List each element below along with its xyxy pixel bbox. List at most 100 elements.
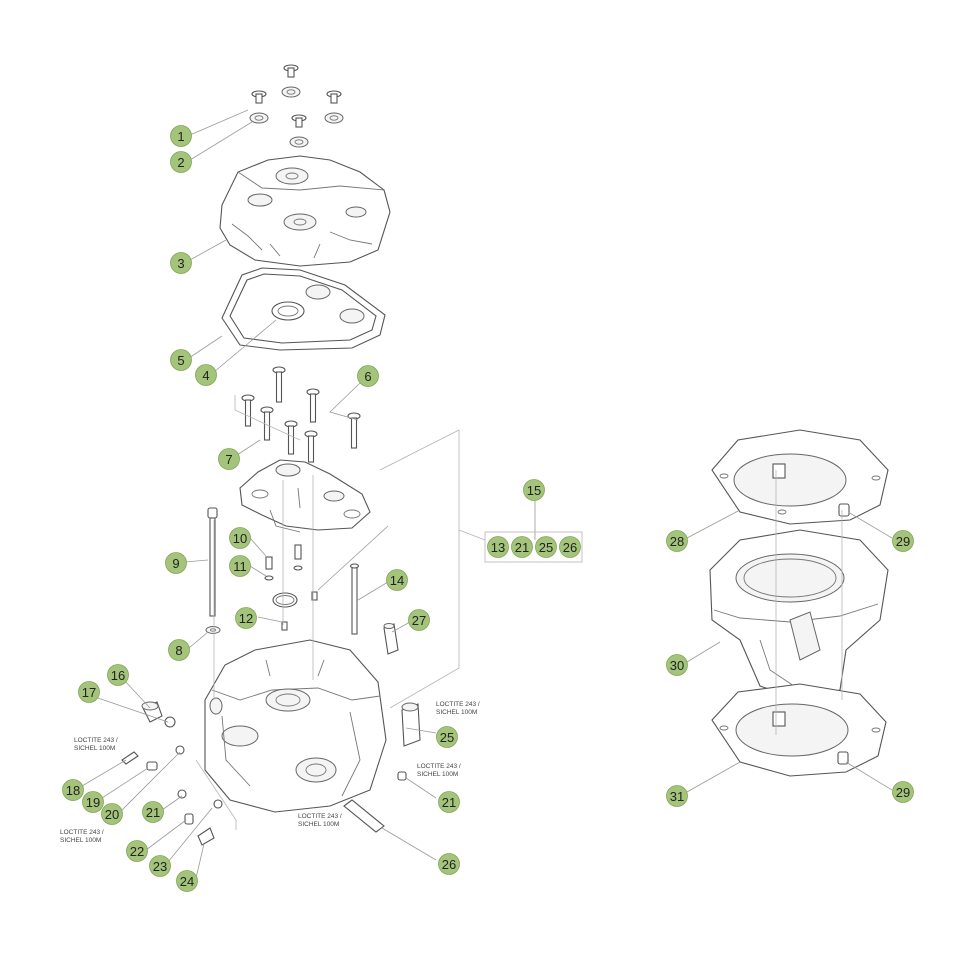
callout-badge-3: 3 [170,252,192,274]
callout-number: 25 [539,540,553,555]
callout-circle [149,855,171,877]
cylinder-head-gasket [711,429,889,525]
loctite-note-sub: SICHEL 100M [74,745,115,752]
callout-number: 14 [390,573,404,588]
callout-circle [78,681,100,703]
callout-number: 11 [233,559,247,574]
callout-circle [101,803,123,825]
callout-badge-31: 31 [666,785,688,807]
callout-number: 7 [225,452,232,467]
loctite-note: LOCTITE 243 / [417,763,461,770]
callout-number: 18 [66,783,80,798]
callout-circle [62,779,84,801]
camshaft-bridge [239,459,371,533]
loctite-note-sub: SICHEL 100M [436,709,477,716]
loctite-note-sub: SICHEL 100M [298,821,339,828]
callout-badge-21: 21 [438,791,460,813]
callout-number: 8 [175,643,182,658]
callout-badge-10: 10 [229,527,251,549]
callout-circle [438,853,460,875]
callout-number: 31 [670,789,684,804]
callout-circle [229,527,251,549]
callout-badge-24: 24 [176,870,198,892]
group-lines [195,395,843,830]
callout-badge-9: 9 [165,552,187,574]
callout-badge-26: 26 [559,536,581,558]
callout-circle [82,791,104,813]
callout-badge-14: 14 [386,569,408,591]
callout-badge-23: 23 [149,855,171,877]
callout-circle [170,125,192,147]
callout-number: 17 [82,685,96,700]
callout-circle [666,530,688,552]
callout-circle [438,791,460,813]
callout-circle [487,536,509,558]
callout-badge-4: 4 [195,364,217,386]
callout-number: 21 [146,805,160,820]
kit-group-box [484,531,583,563]
loctite-note-sub: SICHEL 100M [60,837,101,844]
callout-number: 21 [442,795,456,810]
loctite-note: LOCTITE 243 / [74,737,118,744]
callout-badge-22: 22 [126,840,148,862]
callout-circle [235,607,257,629]
part-drawings [121,64,889,846]
callout-badge-21: 21 [511,536,533,558]
loctite-notes: LOCTITE 243 / SICHEL 100M LOCTITE 243 / … [60,701,480,844]
callout-circle [892,530,914,552]
callout-badge-17: 17 [78,681,100,703]
loctite-note-sub: SICHEL 100M [417,771,458,778]
callout-number: 5 [177,353,184,368]
callout-badge-19: 19 [82,791,104,813]
callout-number: 24 [180,874,194,889]
leader-lines [81,109,893,879]
callout-number: 27 [412,613,426,628]
callout-circle [535,536,557,558]
callout-circle [142,801,164,823]
callout-circle [523,479,545,501]
callout-circle [892,781,914,803]
callout-number: 12 [239,611,253,626]
callout-circle [195,364,217,386]
callout-badge-30: 30 [666,654,688,676]
callout-circle [229,555,251,577]
callout-badge-16: 16 [107,664,129,686]
callout-number: 30 [670,658,684,673]
head-plugs-and-inserts [121,701,421,846]
callout-badge-29: 29 [892,781,914,803]
callout-circle [666,785,688,807]
cylinder-head [204,639,387,813]
callout-circle [559,536,581,558]
callout-number: 15 [527,483,541,498]
callout-badge-29: 29 [892,530,914,552]
loctite-note: LOCTITE 243 / [436,701,480,708]
callout-circle [170,349,192,371]
cylinder-base-gasket [711,683,887,777]
callout-circle [168,639,190,661]
callout-number: 23 [153,859,167,874]
callout-badge-26: 26 [438,853,460,875]
callout-badge-6: 6 [357,365,379,387]
callout-badge-8: 8 [168,639,190,661]
callout-number: 9 [172,556,179,571]
callout-badge-2: 2 [170,151,192,173]
callout-badge-11: 11 [229,555,251,577]
callout-number: 2 [177,155,184,170]
callout-number: 6 [364,369,371,384]
stud-and-sleeve [349,563,399,655]
callout-number: 29 [896,785,910,800]
valve-cover [219,155,391,267]
valve-cover-gasket [221,267,386,351]
callout-number: 16 [111,668,125,683]
callout-number: 4 [202,368,209,383]
callout-circle [408,609,430,631]
loctite-note: LOCTITE 243 / [60,829,104,836]
cylinder-head-bolt [205,507,221,634]
callout-badge-21: 21 [142,801,164,823]
callout-badge-13: 13 [487,536,509,558]
callout-badge-1: 1 [170,125,192,147]
callout-circle [386,569,408,591]
callout-circle [511,536,533,558]
callout-badge-20: 20 [101,803,123,825]
cylinder [709,529,889,701]
